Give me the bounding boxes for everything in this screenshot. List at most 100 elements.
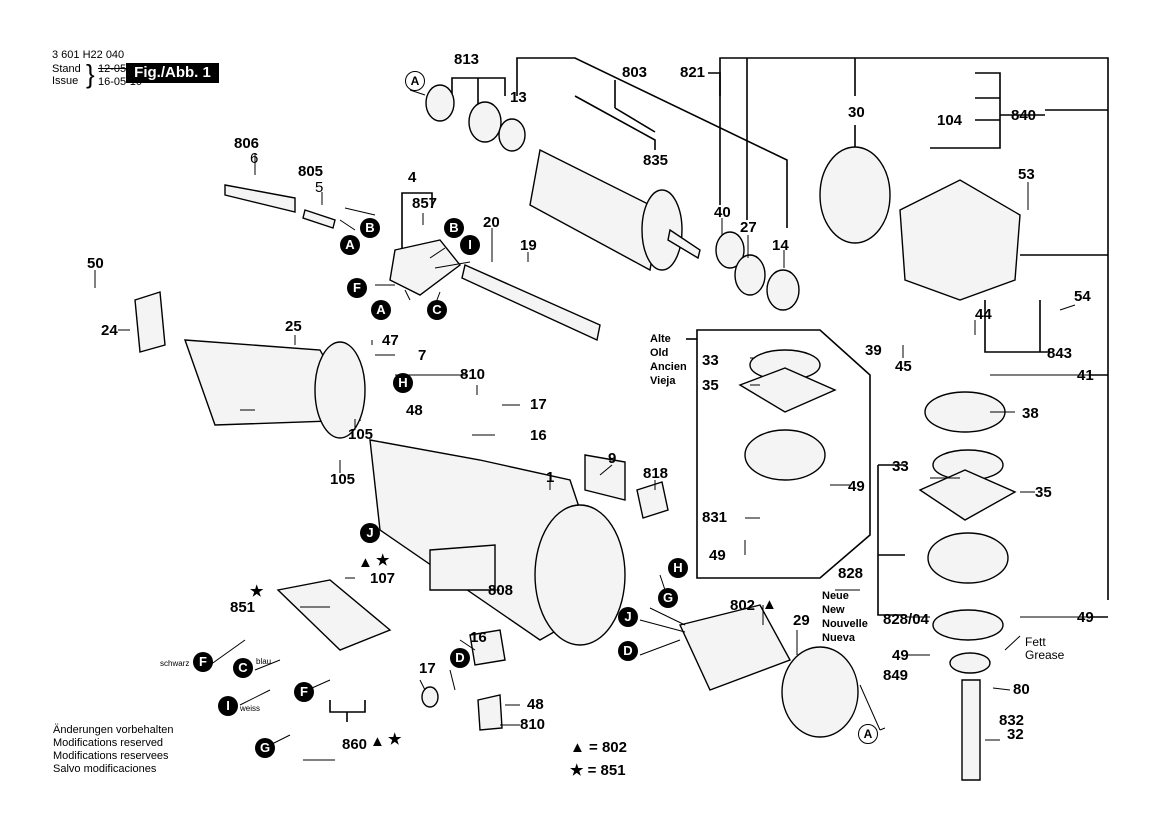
star-symbol: ★ [250, 583, 264, 600]
wire-color-white: weiss [240, 704, 261, 713]
grease-note: Fett Grease [1025, 636, 1064, 662]
variant-label-fr: Ancien [650, 361, 687, 373]
issue-label: Issue [52, 75, 79, 87]
stand-label: Stand [52, 63, 81, 75]
part-label: 35 [702, 377, 719, 394]
ref-marker-a-outline: A [405, 71, 425, 91]
part-label: 17 [530, 396, 547, 413]
part-label: 16 [470, 629, 487, 646]
ref-marker-i: I [460, 235, 480, 255]
ref-marker-i: I [218, 696, 238, 716]
part-label: 53 [1018, 166, 1035, 183]
part-label: 1 [546, 469, 555, 486]
part-label: 808 [488, 582, 514, 599]
part-number: 3 601 H22 040 [52, 49, 125, 61]
ref-marker-a: A [340, 235, 360, 255]
legend-triangle: ▲ = 802 [570, 739, 627, 756]
wire-color-black: schwarz [160, 659, 190, 668]
ref-marker-b: B [360, 218, 380, 238]
modifications-notice: Änderungen vorbehalten Modifications res… [53, 724, 173, 776]
part-label: 818 [643, 465, 669, 482]
old-variant-label: Alte Old Ancien Vieja [650, 332, 687, 388]
triangle-symbol: ▲ [358, 554, 373, 571]
ref-marker-g: G [255, 738, 275, 758]
part-label: 802 [730, 597, 756, 614]
variant-label-en: New [822, 604, 845, 616]
part-label: 828/04 [883, 611, 929, 628]
part-label: 813 [454, 51, 480, 68]
star-symbol: ★ [388, 731, 402, 748]
ref-marker-a-outline: A [858, 724, 878, 744]
part-label: 840 [1011, 107, 1037, 124]
part-label: 821 [680, 64, 706, 81]
brace: } [86, 59, 95, 89]
ref-marker-j: J [360, 523, 380, 543]
part-label: 41 [1077, 367, 1094, 384]
part-label: 849 [883, 667, 909, 684]
ref-marker-a: A [371, 300, 391, 320]
part-label: 32 [1007, 726, 1024, 743]
part-label: 47 [382, 332, 399, 349]
old-variant-box [696, 329, 871, 579]
part-label: 105 [330, 471, 356, 488]
part-label: 33 [702, 352, 719, 369]
part-label: 828 [838, 565, 864, 582]
star-symbol: ★ [376, 552, 390, 569]
ref-marker-h: H [393, 373, 413, 393]
part-label: 49 [709, 547, 726, 564]
part-label: 38 [1022, 405, 1039, 422]
bracket-821 [719, 57, 1109, 600]
part-label: 13 [510, 89, 527, 106]
figure-label: Fig./Abb. 1 [126, 63, 219, 83]
part-label: 851 [230, 599, 256, 616]
ref-marker-f: F [347, 278, 367, 298]
part-label: 7 [418, 347, 427, 364]
legend-star: ★ = 851 [570, 762, 626, 779]
part-label: 20 [483, 214, 500, 231]
part-label: 860 [342, 736, 368, 753]
ref-marker-g: G [658, 588, 678, 608]
part-label: 806 [234, 135, 260, 152]
part-label: 832 [999, 712, 1025, 729]
variant-label-es: Vieja [650, 375, 676, 387]
bracket-828 [877, 464, 905, 616]
notice-line-en: Modifications reserved [53, 737, 164, 749]
part-label: 40 [714, 204, 731, 221]
ref-marker-b: B [444, 218, 464, 238]
ref-marker-d: D [618, 641, 638, 661]
variant-label-es: Nueva [822, 632, 856, 644]
part-label: 19 [520, 237, 537, 254]
part-label: 33 [892, 458, 909, 475]
notice-line-de: Änderungen vorbehalten [53, 724, 174, 736]
variant-label-en: Old [650, 347, 669, 359]
grease-label-de: Fett [1025, 635, 1046, 649]
part-label: 49 [848, 478, 865, 495]
variant-label-fr: Nouvelle [822, 618, 868, 630]
part-label: 6 [250, 150, 259, 167]
grease-label-en: Grease [1025, 648, 1065, 662]
part-label: 831 [702, 509, 728, 526]
part-label: 107 [370, 570, 396, 587]
ref-marker-f: F [294, 682, 314, 702]
part-label: 49 [892, 647, 909, 664]
part-label: 835 [643, 152, 669, 169]
part-label: 14 [772, 237, 789, 254]
variant-label-de: Neue [822, 590, 849, 602]
part-label: 857 [412, 195, 438, 212]
part-label: 50 [87, 255, 104, 272]
triangle-symbol: ▲ [762, 596, 777, 613]
part-label: 105 [348, 426, 374, 443]
part-label: 803 [622, 64, 648, 81]
part-label: 16 [530, 427, 547, 444]
part-label: 9 [608, 450, 617, 467]
part-label: 5 [315, 179, 324, 196]
variant-label-de: Alte [650, 333, 671, 345]
part-label: 35 [1035, 484, 1052, 501]
part-label: 48 [527, 696, 544, 713]
part-label: 810 [520, 716, 546, 733]
part-label: 805 [298, 163, 324, 180]
notice-line-fr: Modifications reservees [53, 750, 169, 762]
part-label: 49 [1077, 609, 1094, 626]
triangle-symbol: ▲ [370, 733, 385, 750]
part-label: 29 [793, 612, 810, 629]
